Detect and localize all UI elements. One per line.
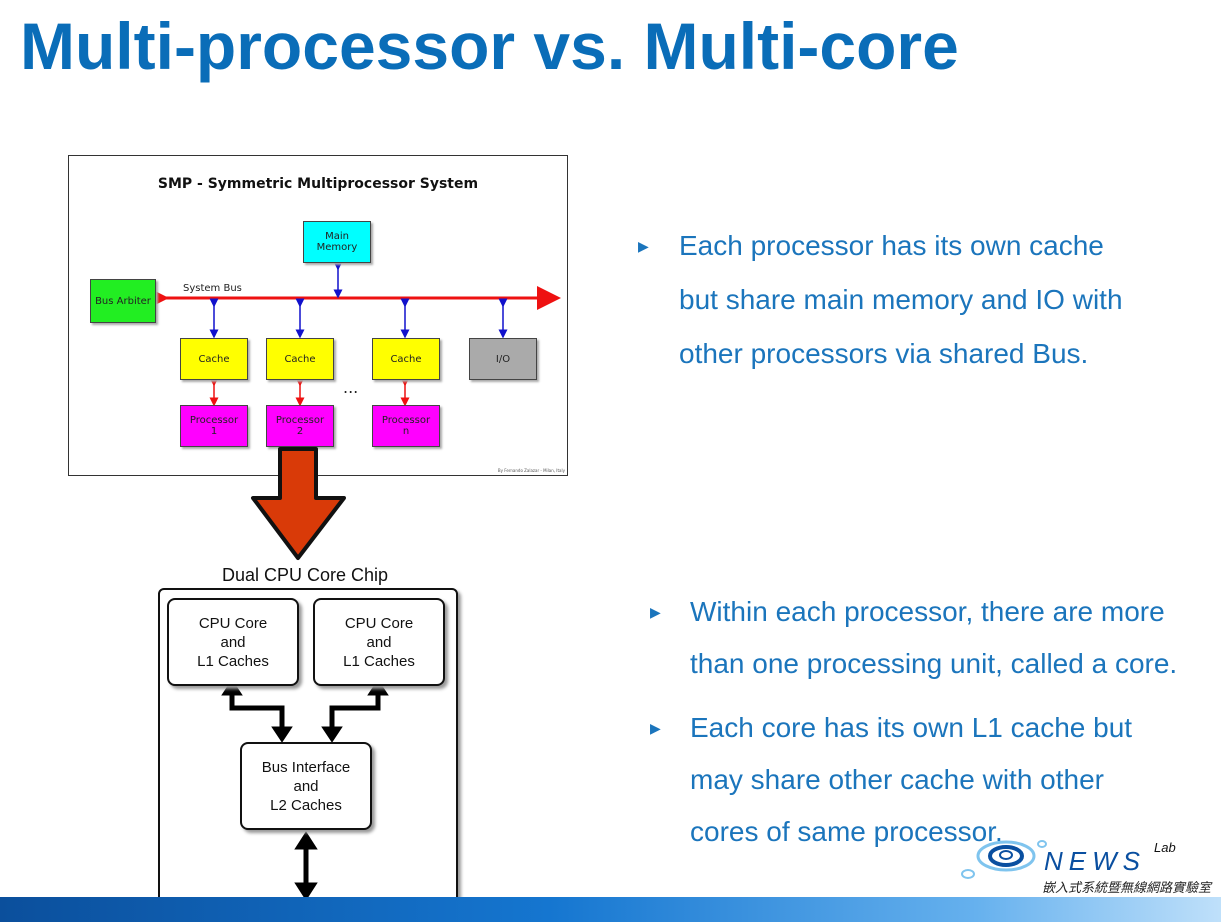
bullet-bottom-2-line3: cores of same processor.: [690, 816, 1003, 847]
bus-interface-line1: Bus Interface: [261, 758, 351, 776]
cpu-core-1: CPU Core and L1 Caches: [167, 598, 299, 686]
bullet-bottom-2: ▶ Each core has its own L1 cache but may…: [650, 702, 1132, 858]
cache-block-2: Cache: [266, 338, 334, 380]
chip-connections: [221, 679, 389, 901]
ellipsis: ...: [343, 378, 359, 397]
bus-interface-block: Bus Interface and L2 Caches: [240, 742, 372, 830]
bullet-top-1: ▶ Each processor has its own cache but s…: [638, 219, 1123, 381]
logo-name: NEWS: [1044, 846, 1146, 876]
footer-bar: [0, 897, 1221, 922]
core1-line1: CPU Core: [198, 614, 268, 632]
smp-diagram-title: SMP - Symmetric Multiprocessor System: [157, 176, 479, 192]
processor-1-index: 1: [210, 426, 218, 437]
core2-line2: and: [366, 633, 392, 651]
core1-line3: L1 Caches: [197, 652, 269, 670]
bullet-top-1-line2: but share main memory and IO with: [679, 284, 1123, 315]
processor-1-name: Processor: [189, 415, 239, 426]
io-block: I/O: [469, 338, 537, 380]
bullet-top-1-line1: Each processor has its own cache: [679, 230, 1104, 261]
down-arrow-icon: [251, 447, 346, 560]
bullet-bottom-1: ▶ Within each processor, there are more …: [650, 586, 1177, 690]
bullet-top-1-line3: other processors via shared Bus.: [679, 338, 1089, 369]
bus-interface-line2: and: [293, 777, 319, 795]
processor-n-index: n: [402, 426, 410, 437]
bullet-bottom-2-line2: may share other cache with other: [690, 764, 1104, 795]
dual-core-title: Dual CPU Core Chip: [221, 565, 389, 585]
bullet-arrow-icon: ▶: [650, 604, 661, 620]
system-bus-label: System Bus: [183, 283, 242, 294]
processor-block-1: Processor 1: [180, 405, 248, 447]
smp-connections: [145, 261, 561, 407]
bullet-arrow-icon: ▶: [638, 238, 649, 254]
smp-diagram: SMP - Symmetric Multiprocessor System Ma…: [68, 155, 568, 476]
bullet-arrow-icon: ▶: [650, 720, 661, 736]
diagram-credit: By Fernando Zalazar - Milan, Italy: [497, 468, 565, 473]
rings-logo-icon: [961, 840, 1047, 879]
slide-title: Multi-processor vs. Multi-core: [20, 9, 959, 83]
cpu-core-2: CPU Core and L1 Caches: [313, 598, 445, 686]
logo-subtitle: 嵌入式系統暨無線網路實驗室: [1042, 881, 1212, 896]
dual-core-chip: CPU Core and L1 Caches CPU Core and L1 C…: [158, 588, 458, 910]
bullet-bottom-1-line1: Within each processor, there are more: [690, 596, 1165, 627]
bullet-bottom-2-line1: Each core has its own L1 cache but: [690, 712, 1133, 743]
bus-interface-line3: L2 Caches: [270, 796, 342, 814]
core2-line1: CPU Core: [344, 614, 414, 632]
processor-n-name: Processor: [381, 415, 431, 426]
processor-block-2: Processor 2: [266, 405, 334, 447]
news-lab-logo: NEWS Lab 嵌入式系統暨無線網路實驗室: [958, 838, 1221, 922]
processor-block-n: Processor n: [372, 405, 440, 447]
logo-superscript: Lab: [1154, 840, 1176, 855]
bus-arbiter-block: Bus Arbiter: [90, 279, 156, 323]
core2-line3: L1 Caches: [343, 652, 415, 670]
bullet-bottom-1-line2: than one processing unit, called a core.: [690, 648, 1178, 679]
processor-2-index: 2: [296, 426, 304, 437]
main-memory-block: Main Memory: [303, 221, 371, 263]
processor-2-name: Processor: [275, 415, 325, 426]
cache-block-3: Cache: [372, 338, 440, 380]
cache-block-1: Cache: [180, 338, 248, 380]
core1-line2: and: [220, 633, 246, 651]
